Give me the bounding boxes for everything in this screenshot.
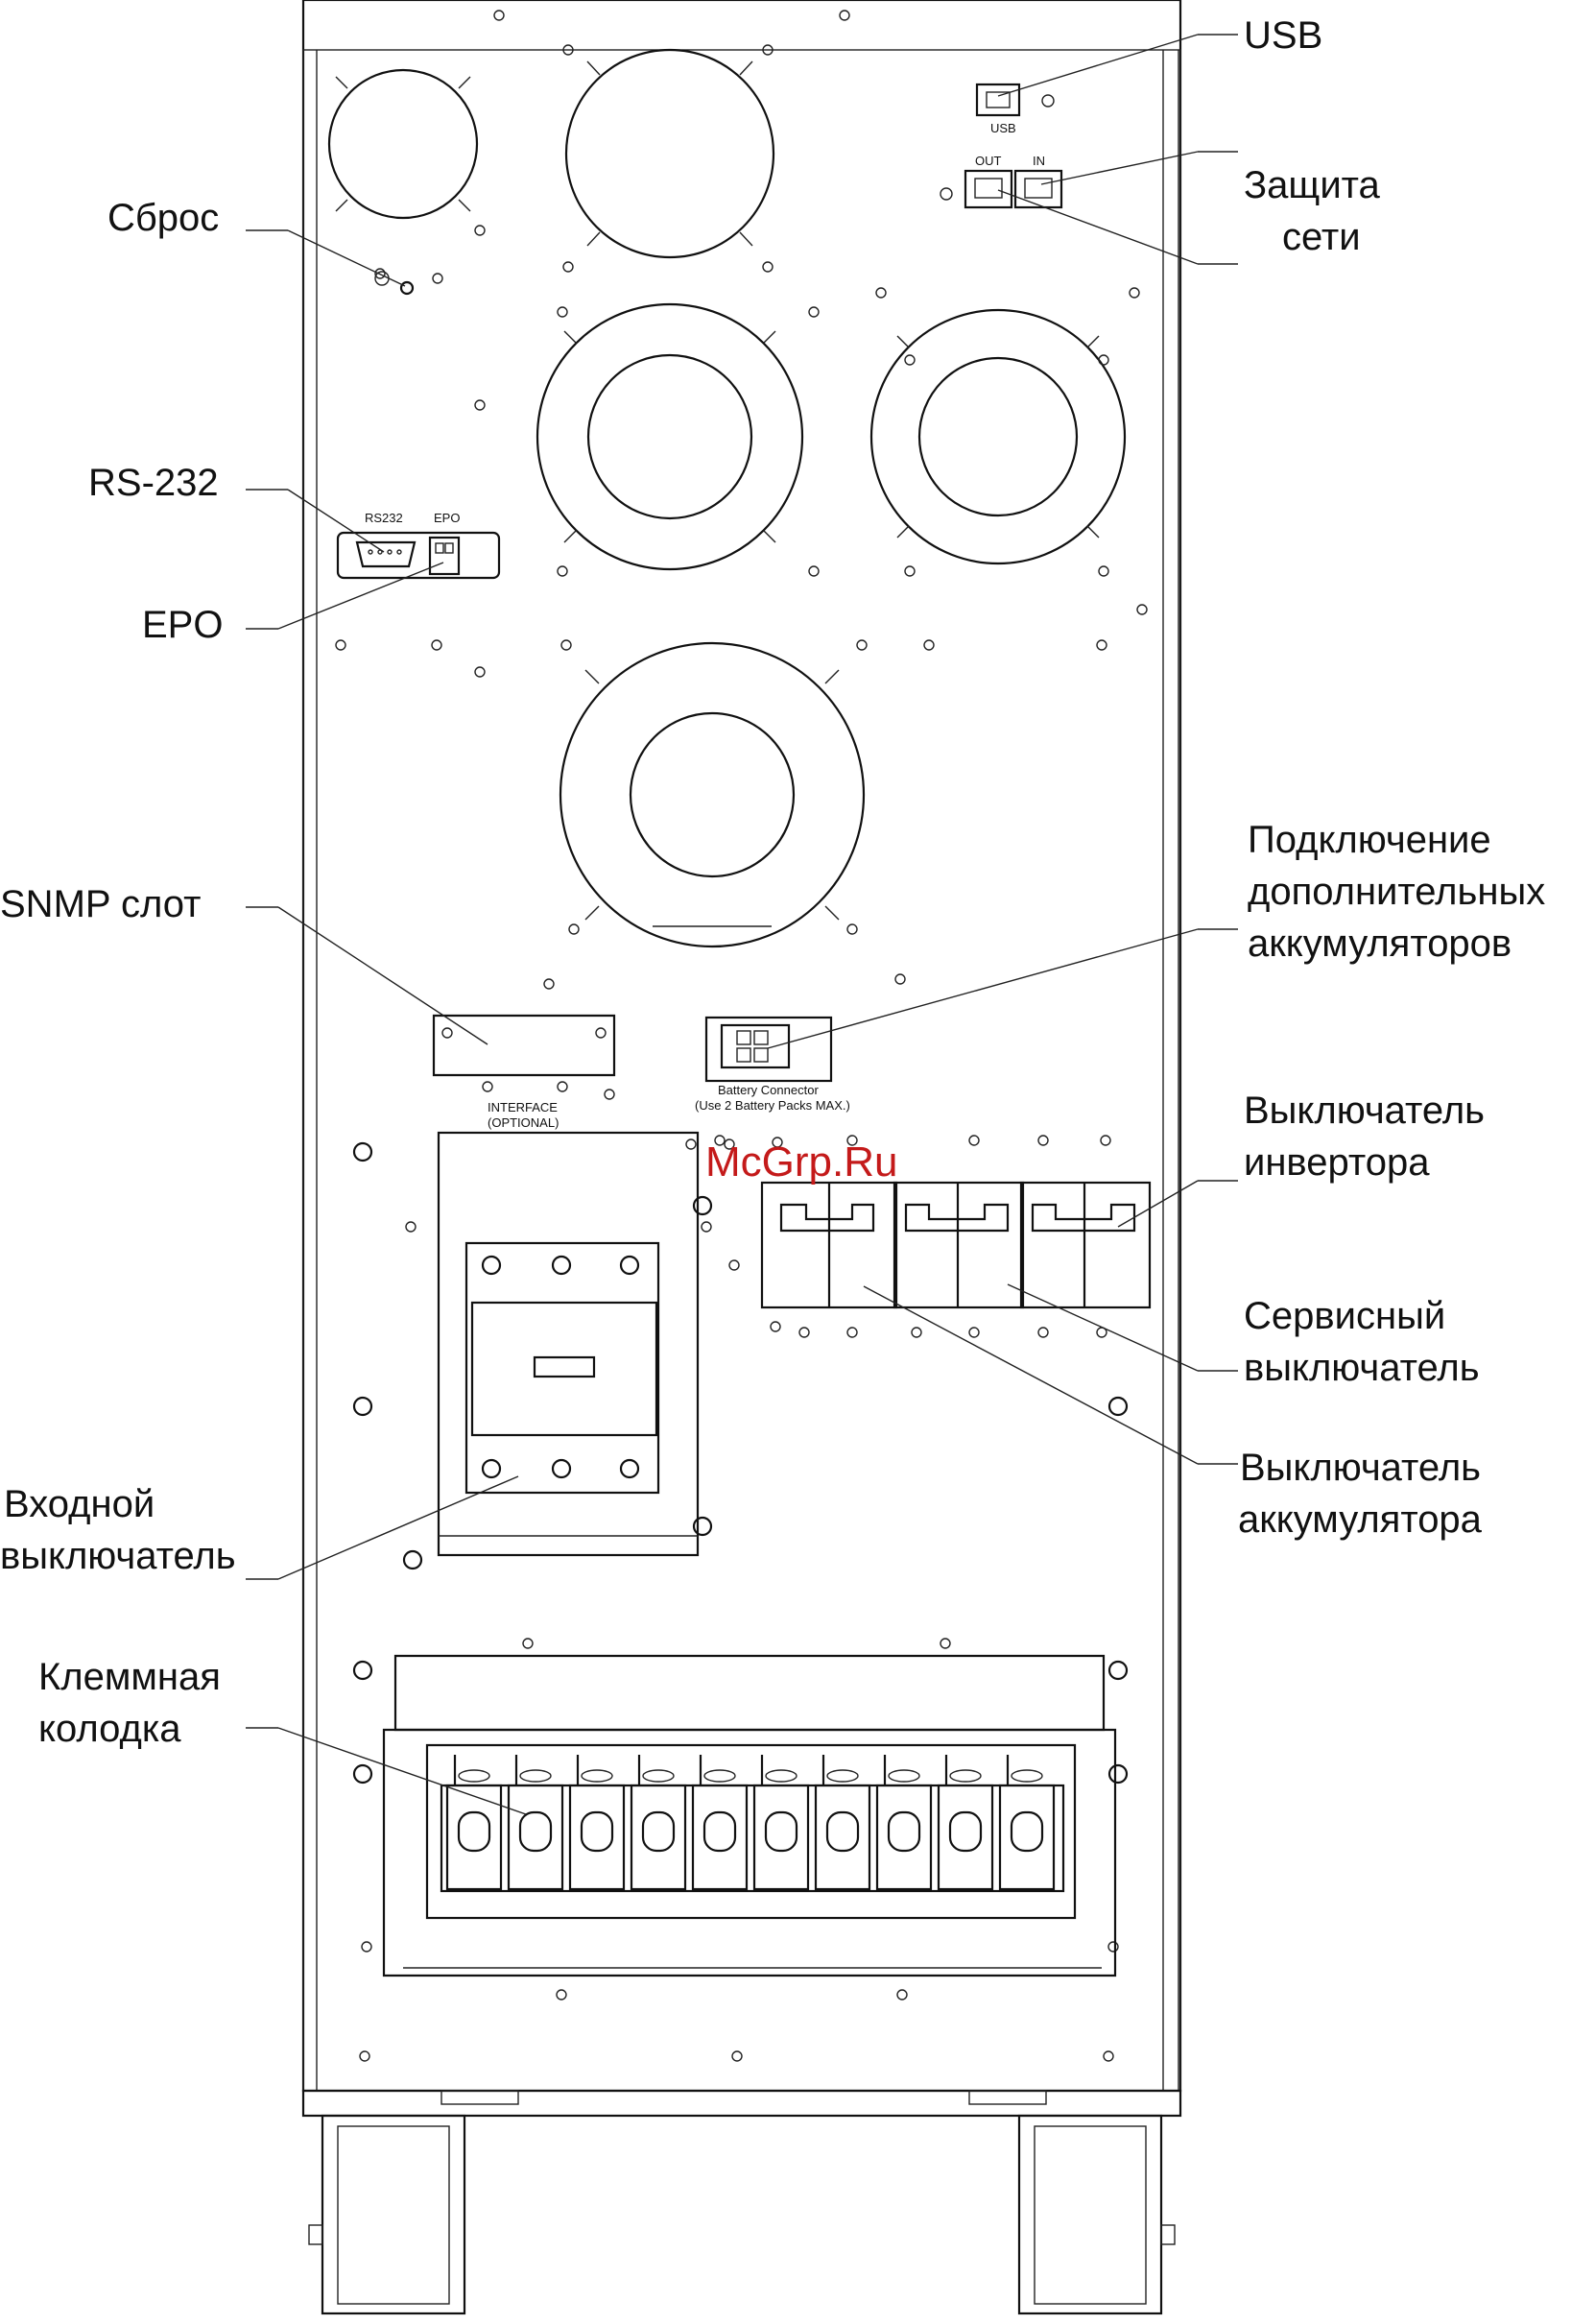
breaker-block bbox=[762, 1183, 1150, 1307]
terminal-block bbox=[384, 1656, 1115, 1976]
terminal-cell bbox=[570, 1755, 624, 1889]
label-input-1: Входной bbox=[4, 1483, 155, 1525]
terminal-cell bbox=[754, 1755, 808, 1889]
fan-small-top-left bbox=[329, 70, 477, 218]
snmp-slot: INTERFACE (OPTIONAL) bbox=[434, 1016, 614, 1130]
terminal-cell bbox=[509, 1755, 562, 1889]
terminal-cell bbox=[447, 1755, 501, 1889]
input-breaker bbox=[439, 1133, 698, 1555]
rs232-epo-module: RS232 EPO bbox=[338, 511, 499, 578]
svg-text:IN: IN bbox=[1033, 154, 1045, 168]
terminal-cell bbox=[816, 1755, 869, 1889]
terminal-cell bbox=[1000, 1755, 1054, 1889]
terminal-cell bbox=[631, 1755, 685, 1889]
fan-top-center bbox=[566, 50, 774, 257]
svg-text:USB: USB bbox=[990, 121, 1016, 135]
label-service-2: выключатель bbox=[1244, 1347, 1480, 1389]
label-battery-2: аккумулятора bbox=[1238, 1498, 1483, 1541]
right-caster bbox=[1019, 2116, 1175, 2313]
label-usb: USB bbox=[1244, 14, 1322, 57]
label-reset: Сброс bbox=[107, 197, 219, 239]
label-rs232: RS-232 bbox=[88, 462, 219, 504]
label-battery-1: Выключатель bbox=[1240, 1447, 1481, 1489]
svg-text:INTERFACE: INTERFACE bbox=[488, 1100, 558, 1114]
terminal-cells bbox=[447, 1755, 1054, 1889]
svg-text:OUT: OUT bbox=[975, 154, 1002, 168]
label-service-1: Сервисный bbox=[1244, 1295, 1445, 1337]
svg-text:Battery Connector: Battery Connector bbox=[718, 1083, 819, 1097]
heavy-screws bbox=[354, 1143, 1127, 1783]
label-inverter-2: инвертора bbox=[1244, 1141, 1430, 1184]
svg-text:EPO: EPO bbox=[434, 511, 460, 525]
label-input-2: выключатель bbox=[0, 1535, 236, 1577]
label-terminal-2: колодка bbox=[38, 1708, 181, 1750]
left-caster bbox=[309, 2116, 464, 2313]
label-ext-batt-1: Подключение bbox=[1248, 819, 1491, 861]
svg-text:(Use 2 Battery Packs MAX.): (Use 2 Battery Packs MAX.) bbox=[695, 1098, 850, 1113]
label-inverter-1: Выключатель bbox=[1244, 1090, 1485, 1132]
svg-text:(OPTIONAL): (OPTIONAL) bbox=[488, 1115, 559, 1130]
network-protection-ports: OUT IN bbox=[965, 154, 1061, 207]
terminal-cell bbox=[939, 1755, 992, 1889]
label-ext-batt-3: аккумуляторов bbox=[1248, 922, 1512, 965]
fan-large-center bbox=[537, 304, 802, 569]
label-snmp: SNMP слот bbox=[0, 883, 201, 925]
panel-screws bbox=[336, 11, 1147, 2061]
label-network-protection: Защита bbox=[1244, 164, 1381, 206]
label-ext-batt-2: дополнительных bbox=[1248, 871, 1545, 913]
fan-large-right bbox=[871, 310, 1125, 563]
label-network-protection-2: сети bbox=[1282, 216, 1361, 258]
label-epo: EPO bbox=[142, 604, 223, 646]
leader-lines bbox=[246, 35, 1238, 1814]
fan-lower-center bbox=[560, 643, 864, 946]
terminal-cell bbox=[693, 1755, 747, 1889]
terminal-cell bbox=[877, 1755, 931, 1889]
label-terminal-1: Клеммная bbox=[38, 1656, 221, 1698]
svg-text:RS232: RS232 bbox=[365, 511, 403, 525]
watermark: McGrp.Ru bbox=[705, 1138, 897, 1186]
callout-labels: USB Защита сети Сброс RS-232 EPO SNMP сл… bbox=[0, 14, 1545, 1750]
